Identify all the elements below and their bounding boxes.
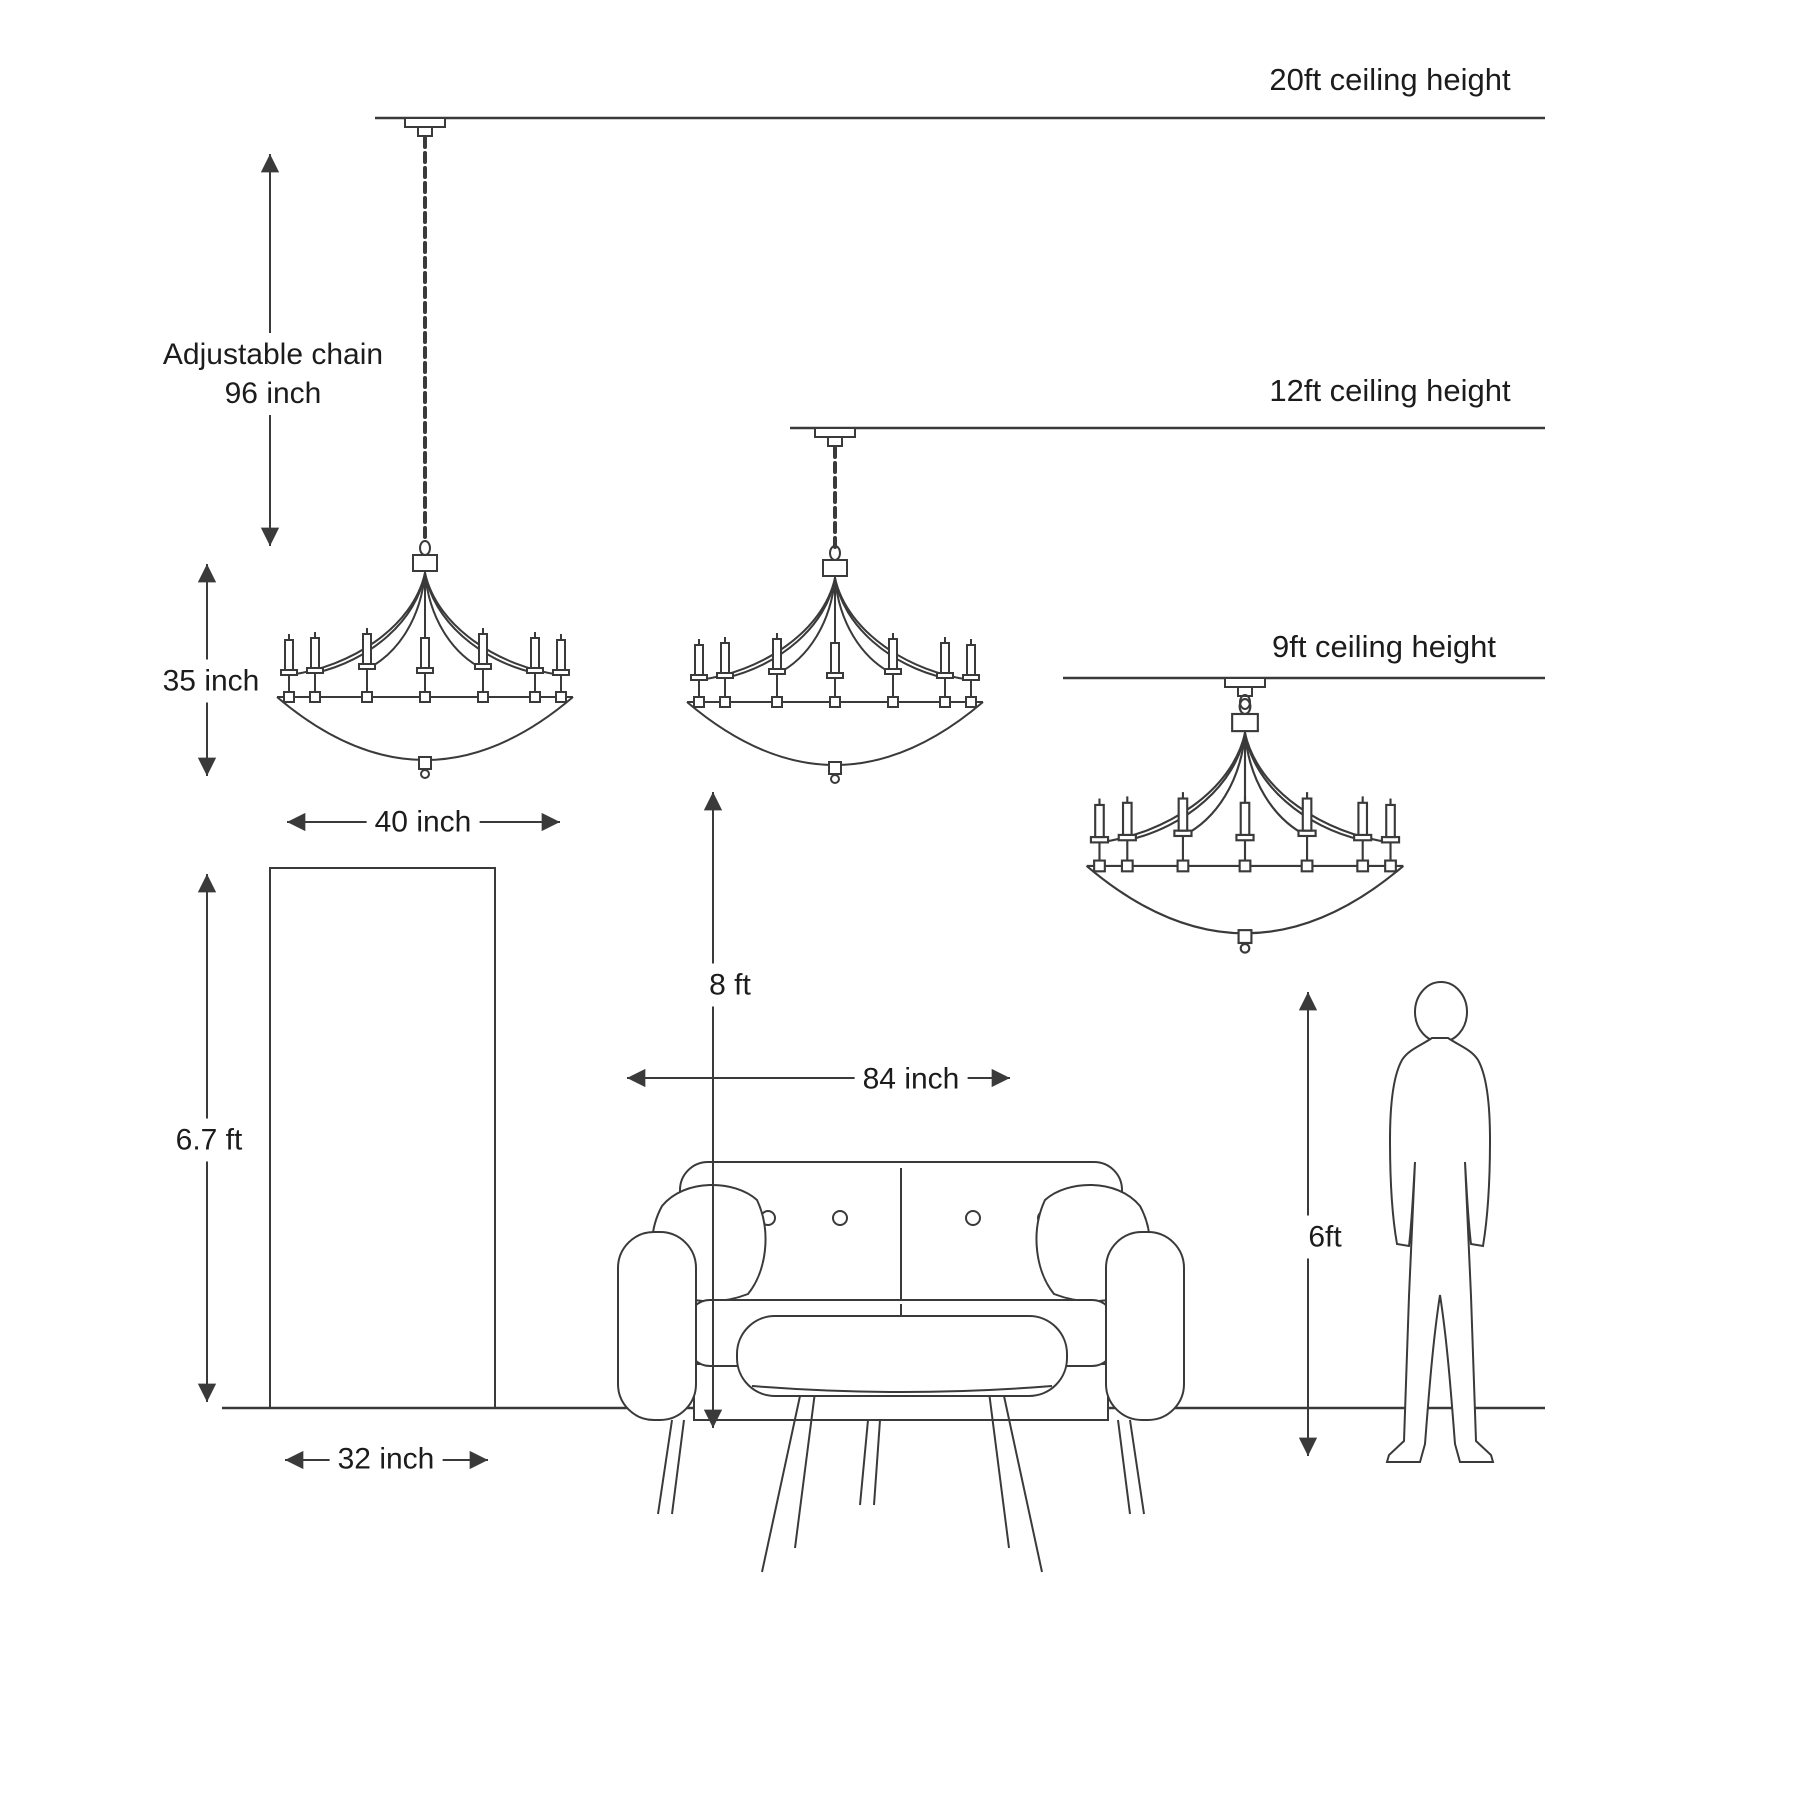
sofa-armrest-left xyxy=(617,1231,697,1421)
label-adjustable-chain: Adjustable chain 96 inch xyxy=(154,333,392,415)
label-floor-to-fixture: 8 ft xyxy=(701,963,759,1007)
label-fixture-height: 35 inch xyxy=(154,659,268,703)
chandelier-12ft xyxy=(687,427,983,783)
chandelier-20ft xyxy=(277,117,573,778)
label-fixture-width: 40 inch xyxy=(366,800,480,844)
label-ceiling-12ft: 12ft ceiling height xyxy=(1261,368,1519,414)
label-door-height: 6.7 ft xyxy=(167,1118,251,1162)
label-adjustable-chain-line1: Adjustable chain xyxy=(162,338,384,371)
label-ceiling-20ft: 20ft ceiling height xyxy=(1261,57,1519,103)
label-door-width: 32 inch xyxy=(329,1437,443,1481)
sofa-legs xyxy=(657,1419,1145,1515)
sofa-armrest-right xyxy=(1105,1231,1185,1421)
label-sofa-width: 84 inch xyxy=(854,1057,968,1101)
person-figure xyxy=(1385,981,1495,1463)
door-outline xyxy=(269,867,496,1408)
label-ceiling-9ft: 9ft ceiling height xyxy=(1263,624,1505,670)
label-person-height: 6ft xyxy=(1300,1215,1350,1259)
chandelier-9ft xyxy=(1087,677,1404,953)
coffee-table xyxy=(736,1315,1068,1573)
label-adjustable-chain-line2: 96 inch xyxy=(224,377,322,410)
